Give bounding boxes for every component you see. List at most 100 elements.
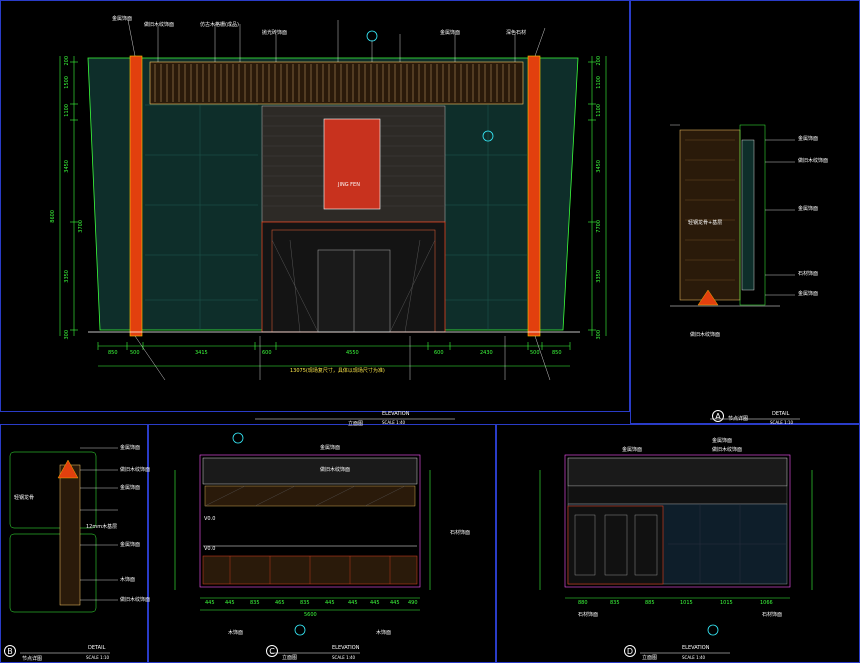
d-dim-5: 1015 [720,600,733,606]
dim-l-5: 3700 [78,220,84,233]
detail-a-floor-mark [697,289,719,306]
dim-l-7: 300 [64,330,70,340]
d-dim-3: 885 [645,600,655,606]
main-title: ELEVATION [382,411,410,417]
note-top-5: 金属饰面 [440,30,461,36]
detail-a-note-3: 轻钢龙骨+基层 [688,220,723,226]
c-dim-2: 445 [225,600,235,606]
dim-r-1: 200 [596,56,602,66]
dim-h-6: 600 [434,350,444,356]
detail-b-bubble: B [4,645,16,657]
elevation-c-scale: SCALE 1:40 [332,655,356,660]
detail-b-note-5: 12mm木基层 [86,524,118,530]
section-marker-d [707,624,719,636]
right-pillar [527,55,541,337]
d-dim-4: 1015 [680,600,693,606]
c-dim-7: 445 [348,600,358,606]
c-dim-4: 465 [275,600,285,606]
detail-a-wall [679,129,741,301]
detail-b-note-6: 金属饰面 [120,542,141,548]
note-top-1: 金属饰面 [112,16,133,22]
d-dim-2: 835 [610,600,620,606]
logo-text: JING FEN [338,182,360,188]
d-note-2: 做旧木纹饰面 [712,447,743,453]
dim-h-1: 850 [108,350,118,356]
elevation-d-cabinet [567,505,664,585]
detail-b-note-1: 金属饰面 [120,445,141,451]
dim-l-total: 8600 [50,210,56,223]
detail-a-note-7: 做旧木纹饰面 [690,332,721,338]
detail-a-title-cn: 节点详图 [728,416,749,422]
dim-h-8: 500 [530,350,540,356]
detail-b-scale: SCALE 1:10 [86,655,110,660]
detail-a-scale: SCALE 1:10 [770,420,794,425]
detail-a-note-6: 金属饰面 [798,291,819,297]
logo-panel [323,118,381,210]
note-top-6: 深色石材 [506,30,527,36]
c-dim-10: 490 [408,600,418,606]
main-elevation-frame [0,0,630,412]
dim-r-2: 1100 [596,76,602,89]
elevation-c-bubble: C [266,645,278,657]
dim-h-5: 4550 [346,350,359,356]
c-dim-6: 445 [325,600,335,606]
c-note-5: 木饰面 [376,630,392,636]
dim-l-2: 1500 [64,76,70,89]
dim-r-4: 3450 [596,160,602,173]
main-title-cn: 立面图 [348,421,364,427]
elevation-d-title: ELEVATION [682,645,710,651]
detail-a-note-5: 石材饰面 [798,271,819,277]
section-marker-c [232,432,244,444]
detail-a-note-1: 金属饰面 [798,136,819,142]
bottom-note: 13075(现场复尺寸，具体以现场尺寸为准) [290,368,385,374]
d-note-4: 石材饰面 [578,612,599,618]
main-scale: SCALE 1:40 [382,420,406,425]
c-dim-5: 835 [300,600,310,606]
dim-l-6: 3350 [64,270,70,283]
detail-a-title: DETAIL [772,411,790,417]
note-top-2: 做旧木纹饰面 [144,22,175,28]
c-note-4: 木饰面 [228,630,244,636]
d-dim-1: 880 [578,600,588,606]
detail-b-note-4: 金属饰面 [120,485,141,491]
left-pillar [129,55,143,337]
dim-l-4: 3450 [64,160,70,173]
c-dim-1: 445 [205,600,215,606]
c-note-2: 做旧木纹饰面 [320,467,351,473]
detail-b-upper [9,451,97,529]
detail-b-title-cn: 节点详图 [22,656,43,662]
detail-a-note-4: 金属饰面 [798,206,819,212]
elevation-c-title: ELEVATION [332,645,360,651]
d-note-3: 金属饰面 [622,447,643,453]
dim-h-3: 3415 [195,350,208,356]
elevation-d-bubble: D [624,645,636,657]
c-note-1: 金属饰面 [320,445,341,451]
elevation-d-scale: SCALE 1:40 [682,655,706,660]
elevation-d-title-cn: 立面图 [642,655,658,661]
note-top-3: 仿古木格栅(成品) [200,22,239,28]
elevation-c-outline [199,454,421,588]
dim-r-6: 3350 [596,270,602,283]
dim-r-5: 7700 [596,220,602,233]
dim-h-4: 600 [262,350,272,356]
section-marker-top [366,30,378,42]
elevation-d-outline [564,454,791,588]
c-dim-3: 835 [250,600,260,606]
elevation-c-title-cn: 立面图 [282,655,298,661]
section-marker-right [482,130,494,142]
d-note-5: 石材饰面 [762,612,783,618]
c-dim-9: 445 [390,600,400,606]
c-dim-8: 445 [370,600,380,606]
d-dim-6: 1066 [760,600,773,606]
dim-l-1: 200 [64,56,70,66]
detail-b-note-2: 做旧木纹饰面 [120,467,151,473]
dim-l-3: 1100 [64,104,70,117]
section-marker-c2 [294,624,306,636]
detail-b-note-8: 做旧木纹饰面 [120,597,151,603]
note-top-4: 抛光砖饰面 [262,30,288,36]
dim-h-7: 2430 [480,350,493,356]
dim-r-7: 300 [596,330,602,340]
detail-a-bubble: A [712,410,724,422]
